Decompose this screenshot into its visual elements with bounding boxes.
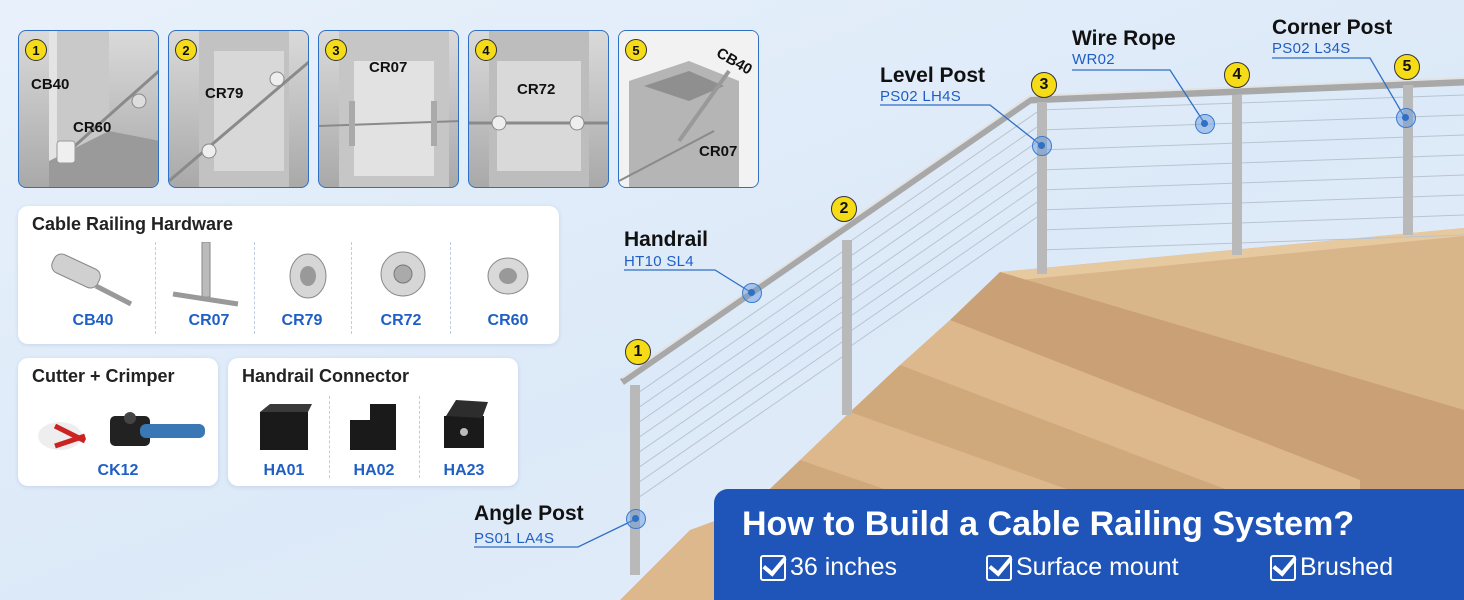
level-post-marker[interactable] xyxy=(1032,136,1052,156)
feature-finish: Brushed xyxy=(1270,553,1393,582)
level-post-title: Level Post xyxy=(880,64,986,87)
banner-title: How to Build a Cable Railing System? xyxy=(742,505,1355,543)
hardware-divider xyxy=(155,242,156,334)
middle-post xyxy=(1232,95,1242,255)
feature-finish-label: Brushed xyxy=(1300,553,1394,581)
ha02-icon xyxy=(350,404,396,450)
angle-post-title: Angle Post xyxy=(474,502,584,525)
wire-rope-marker[interactable] xyxy=(1195,114,1215,134)
checkbox-icon xyxy=(986,554,1012,581)
scene-number-2: 2 xyxy=(831,196,857,222)
part-code-cr07: CR07 xyxy=(188,312,230,329)
scene-number-4: 4 xyxy=(1224,62,1250,88)
connector-title: Handrail Connector xyxy=(242,366,410,386)
part-code-cr60: CR60 xyxy=(487,312,529,329)
detail-tile-3[interactable]: 3 CR07 xyxy=(318,30,459,188)
level-post xyxy=(1037,102,1047,274)
cr07-icon xyxy=(172,242,239,307)
tile-2-illustration xyxy=(169,31,308,187)
stair-post xyxy=(842,240,852,415)
cb40-icon xyxy=(51,253,133,307)
tile-2-number: 2 xyxy=(175,39,197,61)
level-post-code: PS02 LH4S xyxy=(880,88,962,105)
corner-post-title: Corner Post xyxy=(1272,16,1393,39)
hardware-title: Cable Railing Hardware xyxy=(32,214,234,234)
angle-post-marker[interactable] xyxy=(626,509,646,529)
cr60-icon xyxy=(487,257,529,295)
tile-2-label-cr79: CR79 xyxy=(205,85,244,102)
scene-number-5: 5 xyxy=(1394,54,1420,80)
handrail-marker[interactable] xyxy=(742,283,762,303)
detail-tile-5[interactable]: 5 CB40 CR07 xyxy=(618,30,759,188)
feature-height-label: 36 inches xyxy=(790,553,898,581)
hardware-divider xyxy=(351,242,352,334)
feature-height: 36 inches xyxy=(760,553,897,582)
part-code-cb40: CB40 xyxy=(72,312,114,329)
corner-post-code: PS02 L34S xyxy=(1272,40,1351,57)
wire-rope-code: WR02 xyxy=(1072,51,1115,68)
cutter-title: Cutter + Crimper xyxy=(32,366,175,386)
angle-post xyxy=(630,385,640,575)
tile-4-number: 4 xyxy=(475,39,497,61)
wire-rope-title: Wire Rope xyxy=(1072,27,1176,50)
cr79-icon xyxy=(289,253,327,299)
tile-3-label-cr07: CR07 xyxy=(369,59,408,76)
part-code-ha23: HA23 xyxy=(443,462,485,479)
tile-3-illustration xyxy=(319,31,458,187)
hardware-divider xyxy=(450,242,451,334)
connector-divider xyxy=(329,396,330,478)
handrail-code: HT10 SL4 xyxy=(624,253,694,270)
tile-4-illustration xyxy=(469,31,608,187)
tile-1-illustration xyxy=(49,31,158,187)
tile-3-number: 3 xyxy=(325,39,347,61)
info-banner: How to Build a Cable Railing System? 36 … xyxy=(714,489,1464,600)
connector-card: Handrail Connector HA01 HA02 HA23 xyxy=(228,358,518,486)
scene-number-3: 3 xyxy=(1031,72,1057,98)
feature-mount-label: Surface mount xyxy=(1016,553,1179,581)
angle-post-code: PS01 LA4S xyxy=(474,530,555,547)
ha01-icon xyxy=(260,404,312,450)
handrail-title: Handrail xyxy=(624,228,709,251)
tile-5-number: 5 xyxy=(625,39,647,61)
part-code-cr79: CR79 xyxy=(281,312,323,329)
tile-1-label-cr60: CR60 xyxy=(73,119,112,136)
cutter-card: Cutter + Crimper CK12 xyxy=(18,358,218,486)
part-code-ha02: HA02 xyxy=(353,462,395,479)
corner-post-marker[interactable] xyxy=(1396,108,1416,128)
part-code-ha01: HA01 xyxy=(263,462,305,479)
cutter-crimper-icon xyxy=(38,412,205,450)
detail-tile-1[interactable]: 1 CB40 CR60 xyxy=(18,30,159,188)
ha23-icon xyxy=(444,400,488,448)
checkbox-icon xyxy=(760,554,786,581)
feature-mount: Surface mount xyxy=(986,553,1179,582)
hardware-divider xyxy=(254,242,255,334)
corner-post xyxy=(1403,85,1413,235)
tile-1-number: 1 xyxy=(25,39,47,61)
hardware-card: Cable Railing Hardware CB40 CR07 CR79 CR… xyxy=(18,206,559,344)
connector-divider xyxy=(419,396,420,478)
part-code-ck12: CK12 xyxy=(97,462,139,479)
cr72-icon xyxy=(380,251,426,297)
detail-tile-4[interactable]: 4 CR72 xyxy=(468,30,609,188)
checkbox-icon xyxy=(1270,554,1296,581)
detail-tile-2[interactable]: 2 CR79 xyxy=(168,30,309,188)
part-code-cr72: CR72 xyxy=(380,312,422,329)
tile-5-label-cr07: CR07 xyxy=(699,143,738,160)
tile-4-label-cr72: CR72 xyxy=(517,81,556,98)
tile-1-label-cb40: CB40 xyxy=(31,76,70,93)
scene-number-1: 1 xyxy=(625,339,651,365)
